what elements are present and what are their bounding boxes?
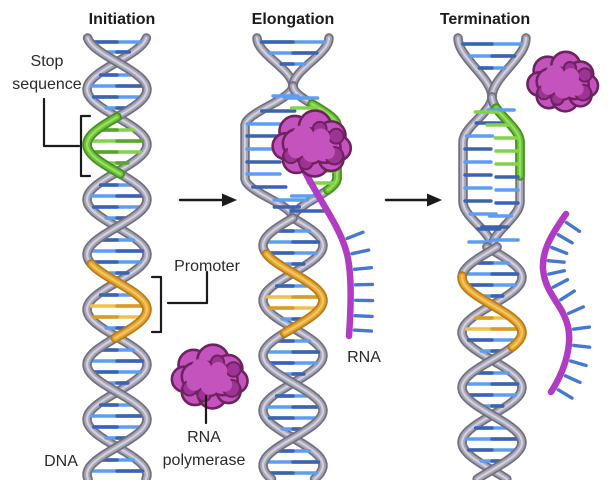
dna-helix-elongation — [240, 33, 342, 480]
arrow-head-icon — [222, 193, 237, 207]
dna-label: DNA — [44, 453, 78, 470]
rna-polymerase-blob — [170, 343, 249, 410]
stop-sequence-bracket — [79, 114, 92, 178]
annotation-lines — [42, 97, 209, 425]
rna-polymerase-initiation — [170, 343, 249, 410]
promoter-label: Promoter — [174, 258, 240, 275]
stage-title-initiation: Initiation — [88, 11, 156, 28]
rna-polymerase-termination — [526, 50, 600, 113]
rna-strand-elongation — [299, 164, 375, 340]
arrow-initiation-to-elongation — [178, 193, 237, 207]
stop-sequence-pointer — [42, 97, 81, 148]
arrow-elongation-to-termination — [384, 193, 442, 207]
stop-sequence-label: Stop sequence — [12, 53, 82, 94]
stage-title-termination: Termination — [439, 11, 531, 28]
released-mrna-strand — [539, 210, 592, 400]
promoter-pointer — [166, 270, 209, 305]
rna-polymerase-label: RNA polymerase — [162, 429, 246, 470]
dna-helix-termination — [453, 33, 531, 480]
arrow-head-icon — [427, 193, 442, 207]
rna-polymerase-blob — [526, 50, 600, 113]
rna-polymerase-elongation — [271, 109, 353, 178]
stage-title-elongation: Elongation — [251, 11, 335, 28]
rna-polymerase-blob — [271, 109, 353, 178]
dna-helix-initiation — [82, 33, 152, 480]
promoter-bracket — [150, 275, 163, 334]
rna-label: RNA — [347, 349, 381, 366]
